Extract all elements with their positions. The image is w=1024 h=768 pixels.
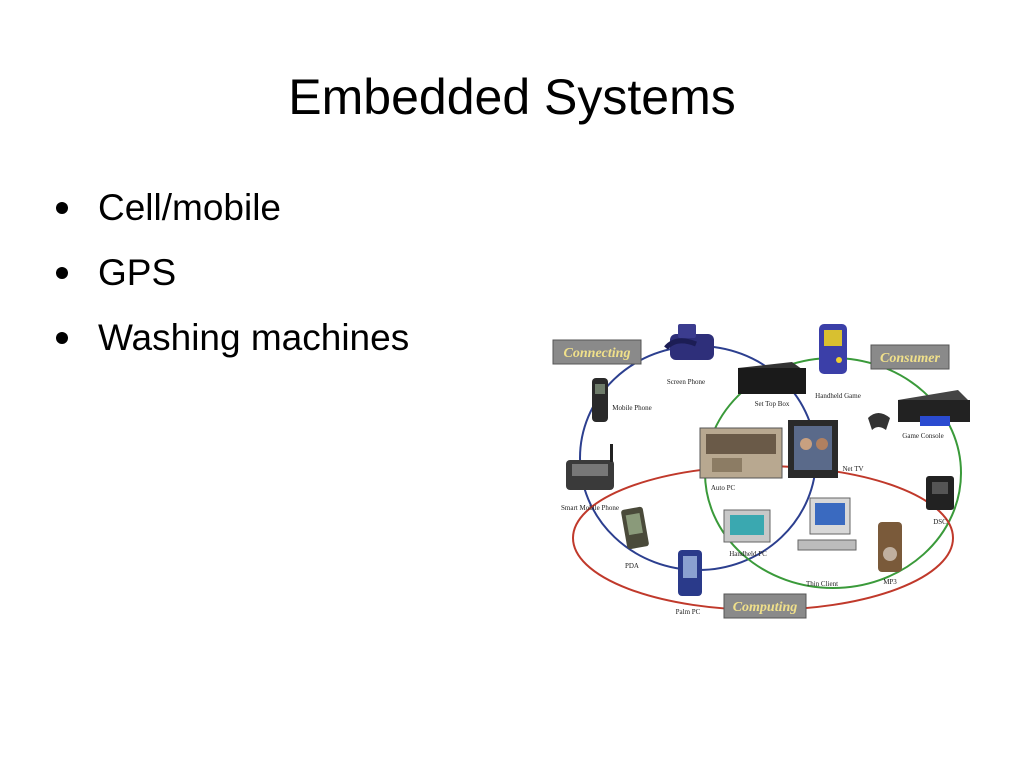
pda-icon	[621, 506, 649, 550]
handheld-game-icon	[819, 324, 847, 374]
smart-mobile-phone-label: Smart Mobile Phone	[561, 504, 619, 512]
net-tv-label: Net TV	[842, 465, 863, 473]
bullet-text: Washing machines	[98, 317, 410, 358]
screen-phone-label: Screen Phone	[667, 378, 705, 386]
bullet-item: Washing machines	[56, 316, 409, 360]
dsc-label: DSC	[933, 518, 947, 526]
mp3-player-icon	[878, 522, 902, 572]
handheld-pc-label: Handheld PC	[729, 550, 767, 558]
mp3-label: MP3	[883, 578, 897, 586]
embedded-devices-diagram: Connecting Consumer Computing Screen Pho…	[552, 324, 970, 619]
bullet-icon	[56, 267, 68, 279]
screen-phone-icon	[664, 324, 714, 360]
thin-client-label: Thin Client	[806, 580, 838, 588]
slide-title: Embedded Systems	[288, 69, 736, 125]
palm-pc-label: Palm PC	[676, 608, 701, 616]
thin-client-icon	[797, 497, 857, 551]
bullet-icon	[56, 332, 68, 344]
connecting-label: Connecting	[552, 339, 642, 365]
set-top-box-icon	[738, 362, 806, 394]
game-console-label: Game Console	[902, 432, 943, 440]
bullet-item: GPS	[56, 251, 409, 295]
consumer-text: Consumer	[880, 351, 940, 366]
digital-camera-icon	[926, 476, 954, 510]
consumer-label: Consumer	[870, 344, 950, 370]
set-top-box-label: Set Top Box	[755, 400, 790, 408]
bullet-text: Cell/mobile	[98, 187, 282, 228]
connecting-text: Connecting	[564, 346, 631, 361]
smart-mobile-phone-icon	[566, 444, 614, 490]
auto-pc-icon	[699, 427, 783, 479]
mobile-phone-label: Mobile Phone	[612, 404, 651, 412]
computing-text: Computing	[733, 600, 798, 615]
handheld-game-label: Handheld Game	[815, 392, 861, 400]
bullet-item: Cell/mobile	[56, 186, 409, 230]
pda-label: PDA	[625, 562, 639, 570]
net-tv-icon	[788, 420, 838, 478]
bullet-list: Cell/mobile GPS Washing machines	[56, 186, 409, 381]
mobile-phone-icon	[592, 378, 608, 422]
palm-pc-icon	[678, 550, 702, 596]
game-console-icon	[868, 390, 970, 430]
auto-pc-label: Auto PC	[711, 484, 736, 492]
bullet-text: GPS	[98, 252, 177, 293]
computing-label: Computing	[723, 593, 807, 619]
bullet-icon	[56, 202, 68, 214]
handheld-pc-icon	[723, 509, 771, 543]
